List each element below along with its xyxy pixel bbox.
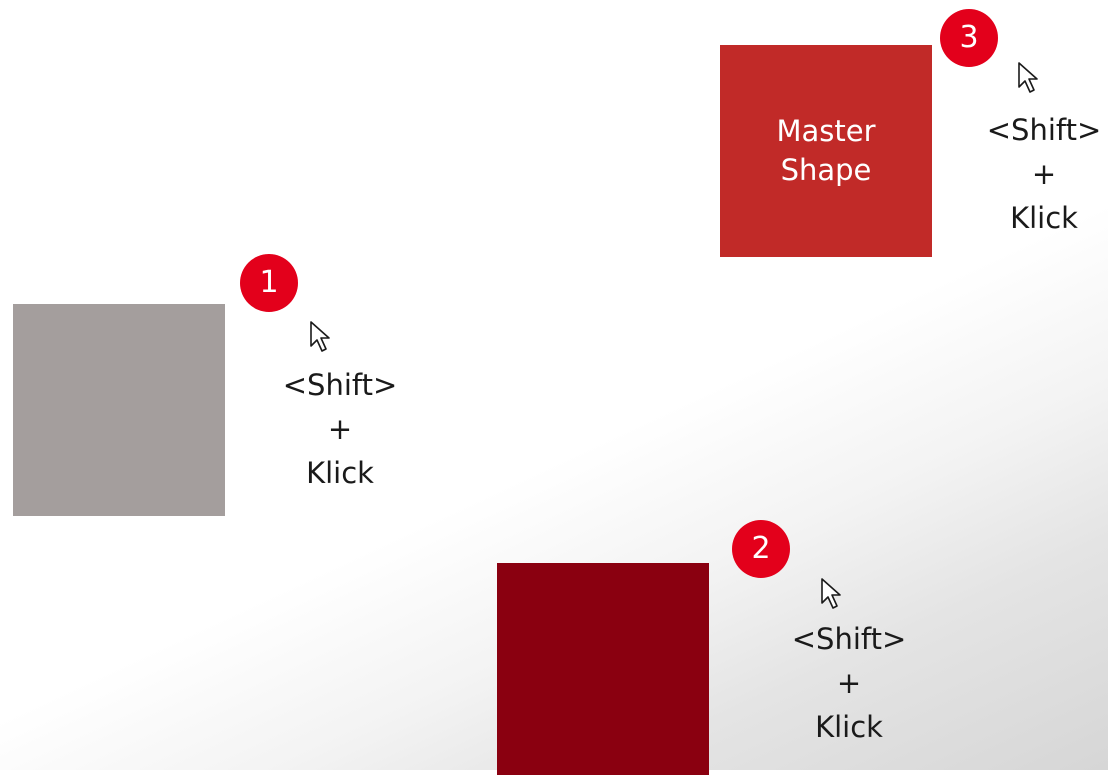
instruction-2: <Shift> + Klick bbox=[774, 617, 924, 749]
plus-sign: + bbox=[327, 412, 353, 446]
plus-sign: + bbox=[836, 666, 862, 700]
mouse-pointer-icon bbox=[310, 321, 330, 352]
master-shape-label: Master Shape bbox=[776, 114, 876, 187]
instruction-1: <Shift> + Klick bbox=[265, 363, 415, 495]
instruction-3: <Shift> + Klick bbox=[969, 108, 1108, 240]
mouse-pointer-icon bbox=[821, 578, 841, 609]
plus-sign: + bbox=[1031, 157, 1057, 191]
modifier-key: <Shift> bbox=[282, 368, 398, 402]
modifier-key: <Shift> bbox=[791, 622, 907, 656]
click-action: Klick bbox=[306, 456, 374, 490]
modifier-key: <Shift> bbox=[986, 113, 1102, 147]
grey-shape bbox=[13, 304, 225, 516]
master-shape: Master Shape bbox=[720, 45, 932, 257]
dark-red-shape bbox=[497, 563, 709, 775]
click-action: Klick bbox=[1010, 201, 1078, 235]
step-badge-1: 1 bbox=[240, 254, 298, 312]
step-badge-3: 3 bbox=[940, 9, 998, 67]
mouse-pointer-icon bbox=[1018, 62, 1038, 93]
click-action: Klick bbox=[815, 710, 883, 744]
step-badge-2: 2 bbox=[732, 520, 790, 578]
